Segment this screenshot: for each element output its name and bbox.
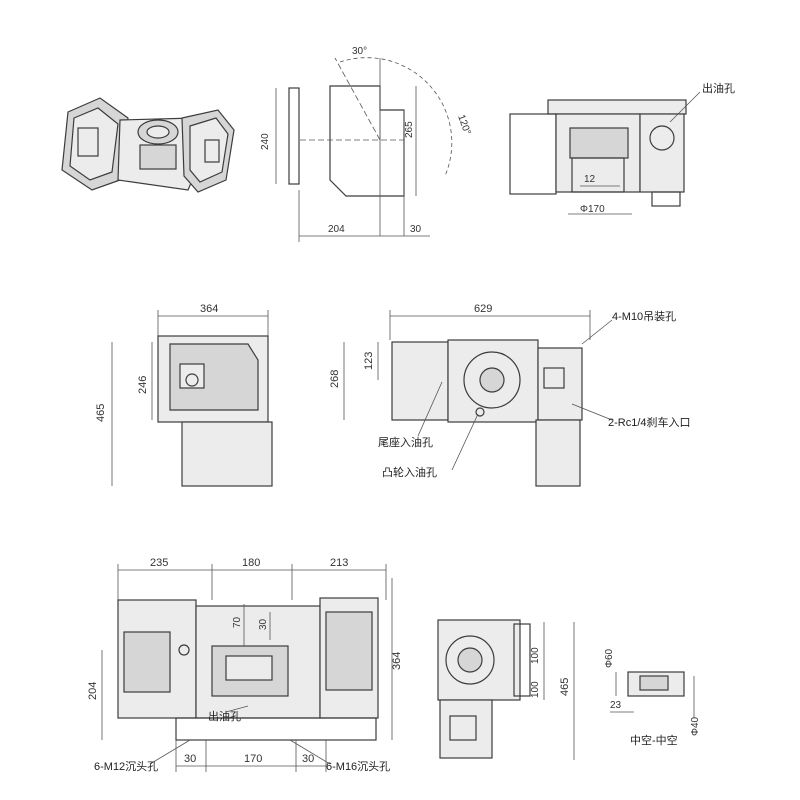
dim-phi170: Φ170 (580, 204, 605, 215)
dim-100-a: 100 (530, 647, 541, 664)
dim-123: 123 (363, 352, 375, 370)
dim-235: 235 (150, 557, 168, 569)
tilt-view: 30° 120° 240 265 204 30 (260, 46, 473, 242)
dim-phi60: Φ60 (604, 648, 615, 668)
label-oil-out-top: 出油孔 (702, 81, 735, 95)
dim-100-b: 100 (530, 681, 541, 698)
side-view-bottom: 100 100 465 (437, 619, 575, 760)
label-cam-oil: 凸轮入油孔 (382, 465, 437, 479)
dim-364: 364 (200, 303, 218, 315)
dim-170: 170 (244, 753, 262, 765)
end-view-top: 12 Φ170 出油孔 (509, 81, 735, 215)
label-lift-holes: 4-M10吊装孔 (612, 310, 676, 323)
dim-246: 246 (137, 376, 149, 394)
front-view: 235 180 213 70 30 204 364 30 170 30 出油孔 … (87, 557, 403, 773)
dim-364-front: 364 (391, 652, 403, 670)
dim-30-top: 30 (410, 224, 422, 235)
dim-240: 240 (260, 133, 271, 150)
dim-213: 213 (330, 557, 348, 569)
label-brake-inlet: 2-Rc1/4刹车入口 (608, 415, 691, 429)
label-counterbore-m12: 6-M12沉头孔 (94, 760, 158, 773)
angle-120-label: 120° (455, 113, 472, 136)
dim-629: 629 (474, 303, 492, 315)
hollow-detail: Φ60 Φ40 23 中空-中空 (604, 648, 701, 747)
dim-268: 268 (329, 370, 341, 388)
dim-70: 70 (232, 616, 243, 628)
label-hollow-center: 中空-中空 (630, 733, 678, 747)
isometric-view (61, 97, 235, 193)
angle-30-label: 30° (352, 46, 367, 57)
dim-265: 265 (404, 121, 415, 138)
top-view: 629 268 123 4-M10吊装孔 2-Rc1/4刹车入口 尾座入油孔 凸… (329, 303, 691, 487)
dim-465: 465 (95, 404, 107, 422)
dim-465-side: 465 (559, 678, 571, 696)
label-oil-out-front: 出油孔 (208, 709, 241, 723)
end-view-left: 364 465 246 (95, 303, 273, 487)
dim-23: 23 (610, 700, 622, 711)
dim-30-a: 30 (184, 753, 196, 765)
dim-30-b: 30 (302, 753, 314, 765)
dim-30-small: 30 (258, 618, 269, 630)
dim-204-front: 204 (87, 682, 99, 700)
dim-180: 180 (242, 557, 260, 569)
label-counterbore-m16: 6-M16沉头孔 (326, 760, 390, 773)
dim-12: 12 (584, 174, 596, 185)
dim-204: 204 (328, 224, 345, 235)
dim-phi40: Φ40 (690, 716, 701, 736)
label-tailstock-oil: 尾座入油孔 (378, 435, 433, 449)
